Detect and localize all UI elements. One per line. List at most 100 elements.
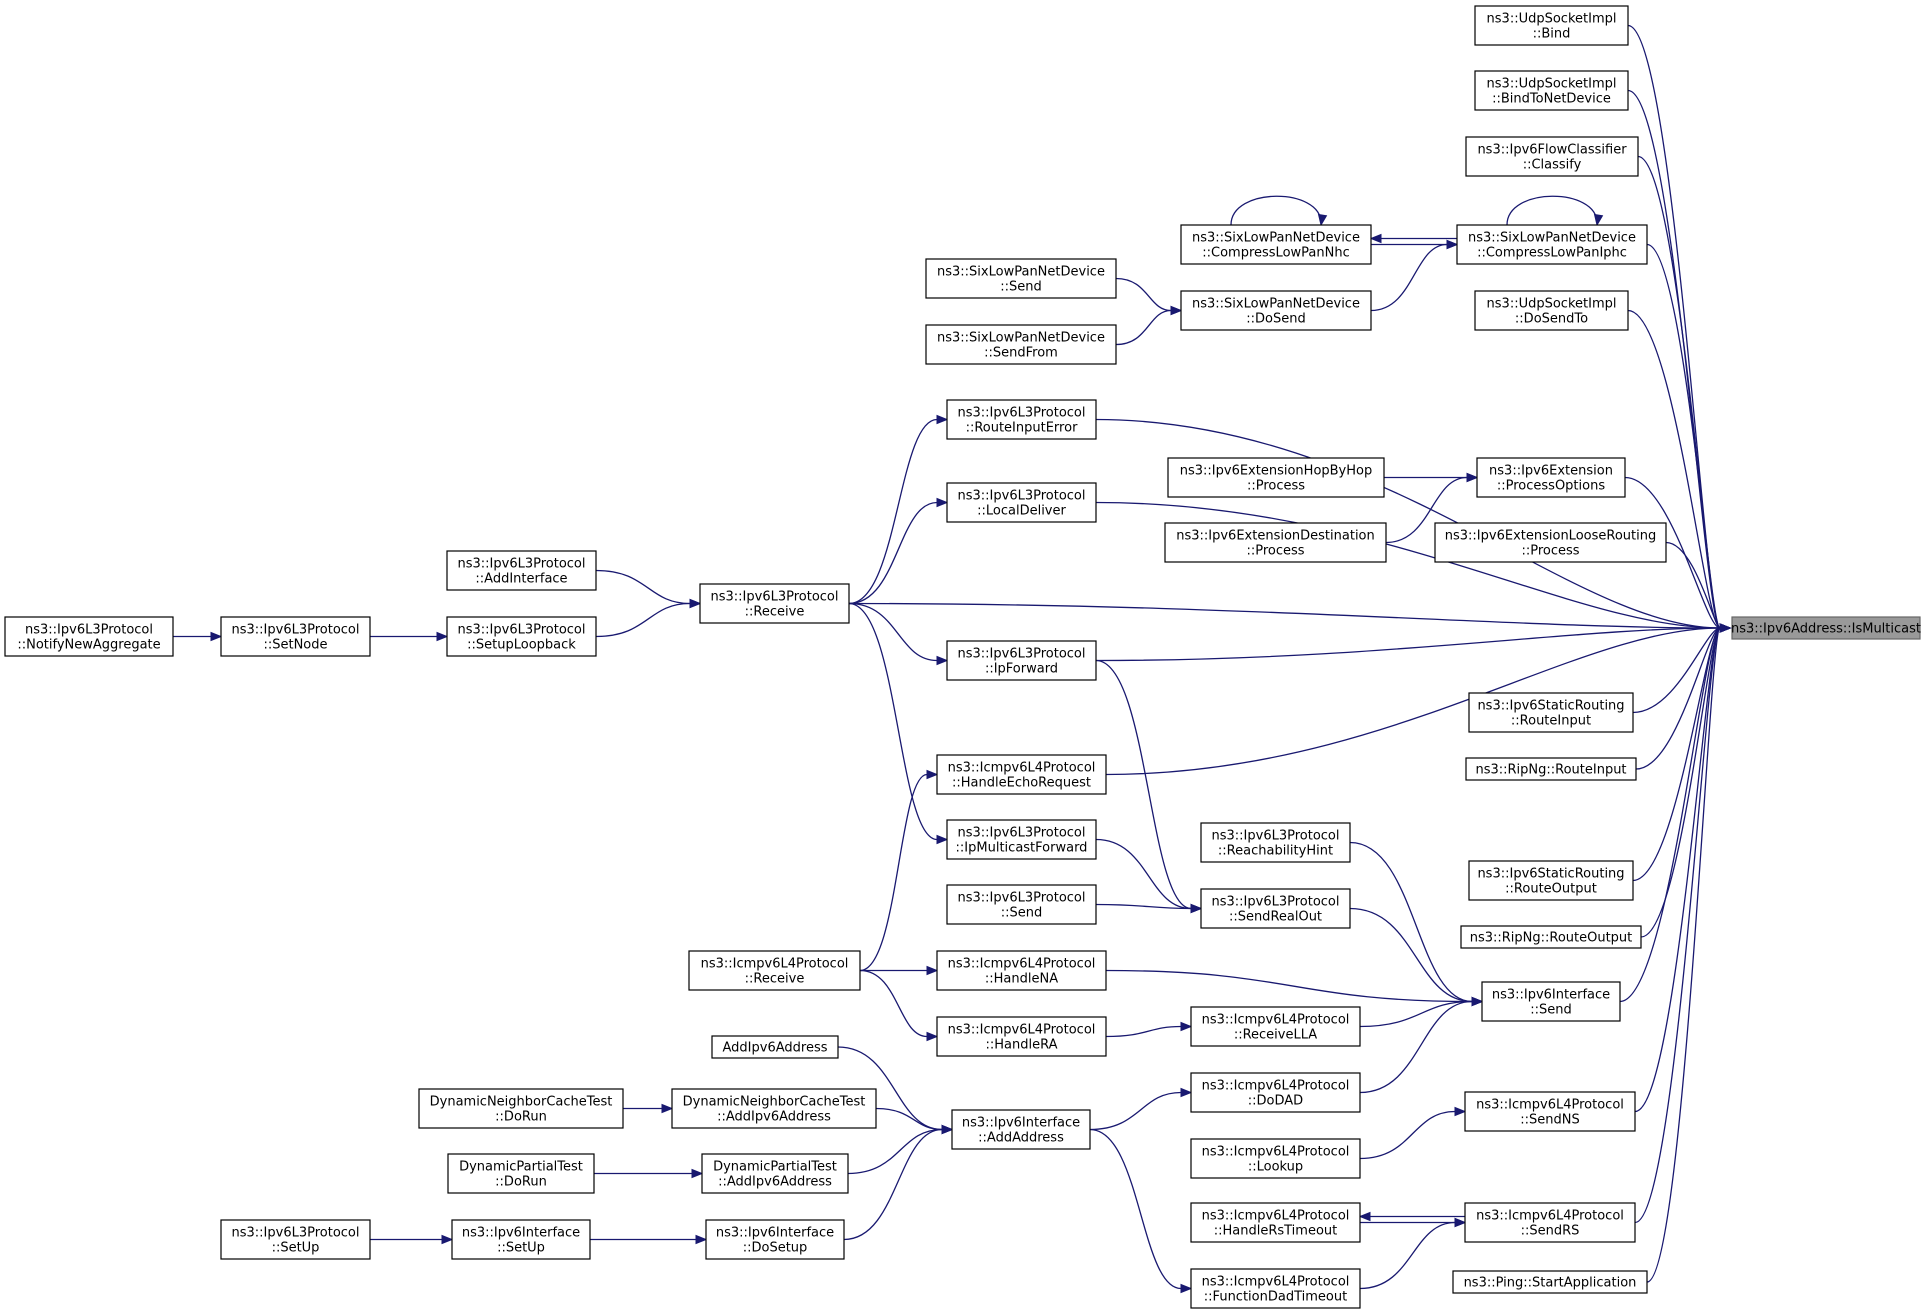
node-l3-routeinputerror[interactable]: ns3::Ipv6L3Protocol::RouteInputError (946, 399, 1097, 440)
node-label: ns3::Ipv6Interface (462, 1226, 580, 1241)
node-icmp-handlera[interactable]: ns3::Icmpv6L4Protocol::HandleRA (936, 1016, 1107, 1057)
node-if-addaddress[interactable]: ns3::Ipv6Interface::AddAddress (951, 1109, 1091, 1150)
node-box (1164, 522, 1387, 563)
node-box (1464, 1202, 1636, 1243)
node-ext-destination[interactable]: ns3::Ipv6ExtensionDestination::Process (1164, 522, 1387, 563)
node-ripng-routeoutput[interactable]: ns3::RipNg::RouteOutput (1460, 925, 1642, 949)
node-udp-bindnd[interactable]: ns3::UdpSocketImpl::BindToNetDevice (1474, 70, 1629, 111)
node-if-dosetup[interactable]: ns3::Ipv6Interface::DoSetup (705, 1219, 845, 1260)
node-label: ns3::Ipv6L3Protocol (958, 647, 1086, 662)
node-ext-hopbyhop[interactable]: ns3::Ipv6ExtensionHopByHop::Process (1167, 457, 1385, 498)
node-l3-setup[interactable]: ns3::Ipv6L3Protocol::SetUp (220, 1219, 371, 1260)
arrowhead (1454, 1106, 1467, 1117)
node-l3-setuploopback[interactable]: ns3::Ipv6L3Protocol::SetupLoopback (446, 616, 597, 657)
node-l3-sendrealout[interactable]: ns3::Ipv6L3Protocol::SendRealOut (1200, 888, 1351, 929)
node-l3-notify[interactable]: ns3::Ipv6L3Protocol::NotifyNewAggregate (4, 616, 174, 657)
node-box (446, 616, 597, 657)
node-icmp-sendns[interactable]: ns3::Icmpv6L4Protocol::SendNS (1464, 1091, 1636, 1132)
node-box (936, 950, 1107, 991)
node-dpt-dorun[interactable]: DynamicPartialTest::DoRun (447, 1153, 595, 1194)
node-label: ::LocalDeliver (977, 504, 1066, 519)
edge-line (1627, 309, 1721, 629)
edge-l3-receive-to-l3-routeinputerror (848, 414, 949, 605)
node-icmp-receivella[interactable]: ns3::Icmpv6L4Protocol::ReceiveLLA (1190, 1006, 1361, 1047)
edge-line (848, 418, 938, 605)
node-label: ::Bind (1533, 27, 1571, 42)
node-label: ns3::Ipv6Extension (1489, 464, 1613, 479)
node-icmp-dadtimeout[interactable]: ns3::Icmpv6L4Protocol::FunctionDadTimeou… (1190, 1268, 1361, 1309)
node-focus[interactable]: ns3::Ipv6Address::IsMulticast (1731, 616, 1921, 640)
node-addipv6address[interactable]: AddIpv6Address (711, 1035, 839, 1059)
edge-icmp-receive-to-icmp-handlera (859, 969, 939, 1042)
node-six-send[interactable]: ns3::SixLowPanNetDevice::Send (925, 258, 1117, 299)
arrowhead (1446, 239, 1459, 250)
node-icmp-handlerstimeout[interactable]: ns3::Icmpv6L4Protocol::HandleRsTimeout (1190, 1202, 1361, 1243)
edge-line (595, 569, 691, 605)
node-l3-ipmulticastforward[interactable]: ns3::Ipv6L3Protocol::IpMulticastForward (946, 819, 1097, 860)
arrowhead (1593, 213, 1604, 227)
arrowhead (1466, 472, 1479, 483)
node-l3-setnode[interactable]: ns3::Ipv6L3Protocol::SetNode (220, 616, 371, 657)
edge-icmp-handlera-to-icmp-receivella (1105, 1021, 1193, 1038)
edge-l3-reachabilityhint-to-if-send (1349, 841, 1484, 1007)
arrowhead (1190, 903, 1203, 914)
node-icmp-echorequest[interactable]: ns3::Icmpv6L4Protocol::HandleEchoRequest (936, 754, 1107, 795)
arrowhead (941, 1124, 954, 1135)
edge-icmp-echorequest-to-focus (1105, 623, 1732, 776)
node-box (936, 1016, 1107, 1057)
node-flow-classify[interactable]: ns3::Ipv6FlowClassifier::Classify (1465, 136, 1639, 177)
node-ripng-routeinput[interactable]: ns3::RipNg::RouteInput (1465, 757, 1637, 781)
node-six-nhc[interactable]: ns3::SixLowPanNetDevice::CompressLowPanN… (1180, 224, 1372, 265)
node-l3-send[interactable]: ns3::Ipv6L3Protocol::Send (946, 884, 1097, 925)
edge-l3-sendrealout-to-if-send (1349, 907, 1484, 1007)
node-udp-bind[interactable]: ns3::UdpSocketImpl::Bind (1474, 5, 1629, 46)
node-l3-reachabilityhint[interactable]: ns3::Ipv6L3Protocol::ReachabilityHint (1200, 822, 1351, 863)
node-box (418, 1088, 624, 1129)
node-box (1167, 457, 1385, 498)
node-ping-start[interactable]: ns3::Ping::StartApplication (1452, 1270, 1648, 1294)
node-six-sendfrom[interactable]: ns3::SixLowPanNetDevice::SendFrom (925, 324, 1117, 365)
node-l3-receive[interactable]: ns3::Ipv6L3Protocol::Receive (699, 583, 850, 624)
node-label: ::HandleRsTimeout (1214, 1224, 1338, 1239)
node-dnct-addipv6[interactable]: DynamicNeighborCacheTest::AddIpv6Address (671, 1088, 877, 1129)
node-if-send[interactable]: ns3::Ipv6Interface::Send (1481, 981, 1621, 1022)
node-ext-processoptions[interactable]: ns3::Ipv6Extension::ProcessOptions (1476, 457, 1626, 498)
arrowhead (936, 414, 949, 425)
node-box (946, 819, 1097, 860)
node-dnct-dorun[interactable]: DynamicNeighborCacheTest::DoRun (418, 1088, 624, 1129)
edge-line (1646, 627, 1721, 1283)
node-icmp-dodad[interactable]: ns3::Icmpv6L4Protocol::DoDAD (1190, 1072, 1361, 1113)
node-static-routeinput[interactable]: ns3::Ipv6StaticRouting::RouteInput (1468, 692, 1634, 733)
node-box (1180, 290, 1372, 331)
node-ext-looserouting[interactable]: ns3::Ipv6ExtensionLooseRouting::Process (1434, 522, 1667, 563)
node-label: ::DoRun (495, 1175, 547, 1190)
node-icmp-handlena[interactable]: ns3::Icmpv6L4Protocol::HandleNA (936, 950, 1107, 991)
edge-line (1089, 1091, 1182, 1131)
node-label: ns3::Ipv6L3Protocol (711, 590, 839, 605)
node-static-routeoutput[interactable]: ns3::Ipv6StaticRouting::RouteOutput (1468, 860, 1634, 901)
node-l3-localdeliver[interactable]: ns3::Ipv6L3Protocol::LocalDeliver (946, 482, 1097, 523)
node-label: ::Process (1246, 544, 1304, 559)
node-six-dosend[interactable]: ns3::SixLowPanNetDevice::DoSend (1180, 290, 1372, 331)
edge-line (1646, 243, 1721, 629)
node-udp-dosendto[interactable]: ns3::UdpSocketImpl::DoSendTo (1474, 290, 1629, 331)
node-l3-addinterface[interactable]: ns3::Ipv6L3Protocol::AddInterface (446, 550, 597, 591)
node-l3-ipforward[interactable]: ns3::Ipv6L3Protocol::IpForward (946, 640, 1097, 681)
node-icmp-sendrs[interactable]: ns3::Icmpv6L4Protocol::SendRS (1464, 1202, 1636, 1243)
node-icmp-lookup[interactable]: ns3::Icmpv6L4Protocol::Lookup (1190, 1138, 1361, 1179)
node-if-setup[interactable]: ns3::Ipv6Interface::SetUp (451, 1219, 591, 1260)
edge-l3-localdeliver-to-focus (1095, 501, 1732, 633)
node-icmp-receive[interactable]: ns3::Icmpv6L4Protocol::Receive (688, 950, 861, 991)
edge-l3-setnode-to-l3-setuploopback (370, 631, 449, 642)
node-box (1465, 757, 1637, 781)
node-six-iphc[interactable]: ns3::SixLowPanNetDevice::CompressLowPanI… (1456, 224, 1648, 265)
node-label: ns3::Icmpv6L4Protocol (948, 1023, 1096, 1038)
edge-l3-setup-to-if-setup (369, 1234, 454, 1245)
node-box (946, 482, 1097, 523)
arrowhead (926, 769, 939, 780)
edge-if-addaddress-to-icmp-dadtimeout (1089, 1128, 1193, 1294)
edge-if-dosetup-to-if-addaddress (843, 1124, 954, 1241)
arrowhead (441, 1234, 454, 1245)
node-dpt-addipv6[interactable]: DynamicPartialTest::AddIpv6Address (701, 1153, 849, 1194)
node-label: ns3::Ipv6ExtensionDestination (1176, 529, 1375, 544)
